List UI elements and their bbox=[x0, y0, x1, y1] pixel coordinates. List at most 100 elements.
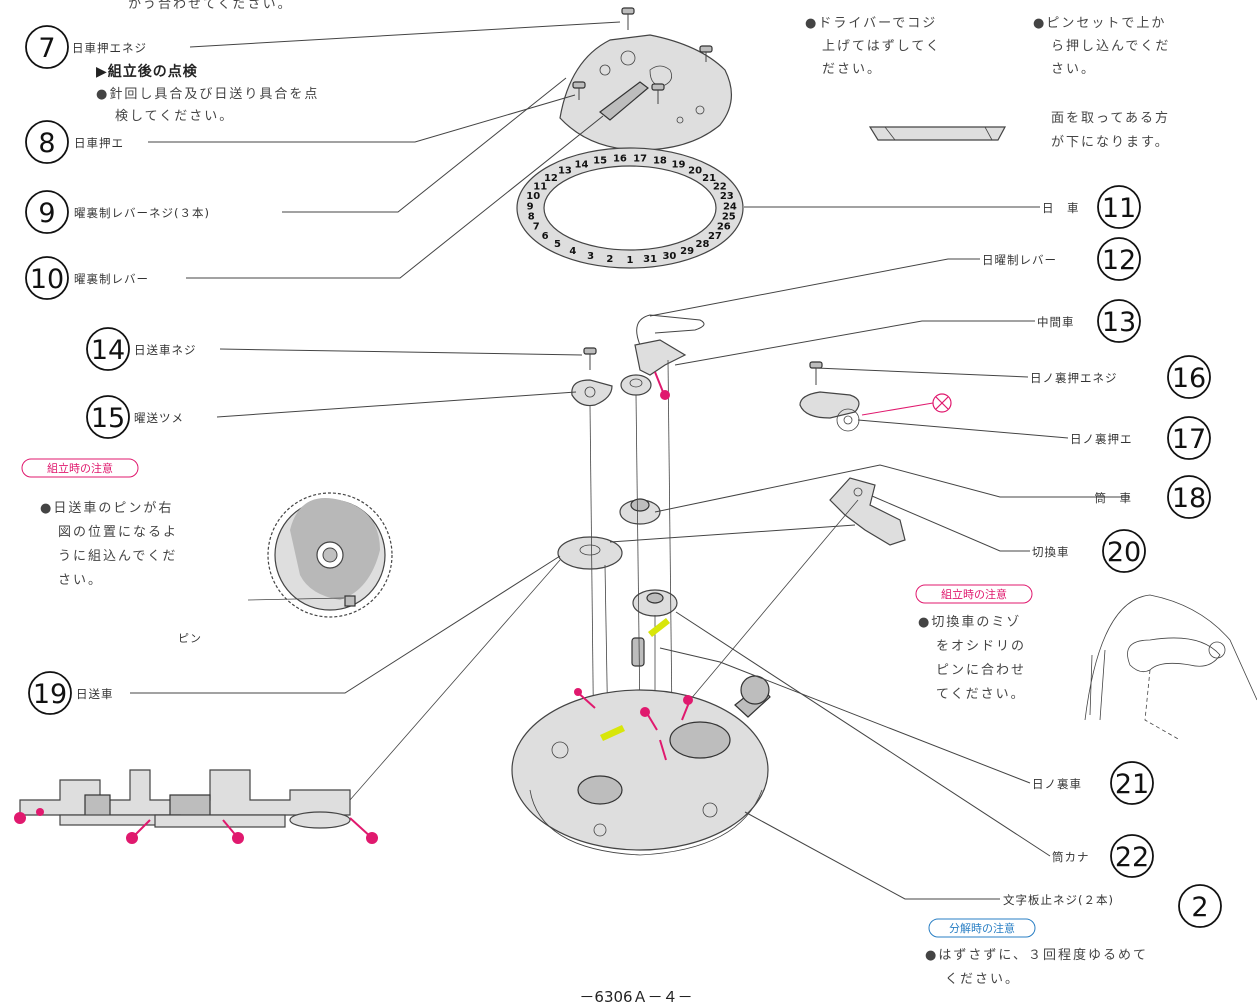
date-ring-number: 4 bbox=[569, 246, 576, 257]
date-ring-number: 17 bbox=[633, 153, 647, 164]
date-ring-number: 25 bbox=[722, 212, 736, 223]
date-ring-number: 23 bbox=[720, 191, 734, 202]
date-ring-number: 5 bbox=[554, 239, 561, 250]
callout-10-label: 曜裏制レバー bbox=[74, 272, 149, 286]
date-ring-number: 6 bbox=[542, 231, 549, 242]
callout-10-number: 10 bbox=[30, 264, 64, 295]
date-ring-number: 7 bbox=[533, 222, 540, 233]
callout-21: 日ノ裏車 21 bbox=[1032, 761, 1154, 805]
date-driving-wheel bbox=[557, 536, 623, 570]
date-jumper-lever bbox=[636, 314, 705, 346]
callout-12-number: 12 bbox=[1102, 245, 1136, 276]
grease-markers bbox=[600, 618, 670, 741]
callout-17-number: 17 bbox=[1172, 424, 1206, 455]
callout-17-label: 日ノ裏押エ bbox=[1070, 432, 1133, 446]
top-note-right-2: ら押し込んでくだ bbox=[1051, 39, 1170, 54]
assembly-left-line-2: 図の位置になるよ bbox=[58, 525, 178, 540]
top-note-right-3: さい。 bbox=[1051, 62, 1096, 77]
callout-15-number: 15 bbox=[91, 403, 125, 434]
small-wheel bbox=[620, 374, 652, 396]
leader-lines bbox=[130, 21, 1130, 900]
callout-7-number: 7 bbox=[38, 33, 55, 64]
cross-section-view bbox=[14, 769, 378, 844]
callout-15: 15 曜送ツメ bbox=[86, 395, 184, 439]
callout-11: 日 車 11 bbox=[1042, 185, 1141, 229]
date-ring-number: 24 bbox=[723, 201, 737, 212]
date-ring-number: 29 bbox=[680, 246, 694, 257]
callout-16: 日ノ裏押エネジ 16 bbox=[1030, 355, 1211, 399]
callout-12: 日曜制レバー 12 bbox=[982, 237, 1141, 281]
date-ring-number: 28 bbox=[696, 239, 710, 250]
callout-9: 9 曜裏制レバーネジ(３本) bbox=[25, 190, 210, 234]
assembly-right-line-2: をオシドリの bbox=[936, 639, 1026, 654]
assembly-note-right: 組立時の注意 ●切換車のミゾ をオシドリの ピンに合わせ てください。 bbox=[915, 584, 1033, 702]
top-note-left-3: ださい。 bbox=[822, 62, 882, 77]
day-driving-pawl bbox=[571, 379, 613, 407]
assembly-tag-right: 組立時の注意 bbox=[941, 587, 1007, 601]
inspection-line-1: ●針回し具合及び日送り具合を点 bbox=[96, 87, 319, 102]
date-ring-number: 13 bbox=[558, 165, 572, 176]
pin-label: ピン bbox=[178, 632, 202, 645]
setting-lever bbox=[829, 477, 906, 546]
callout-18: 筒 車 18 bbox=[1095, 475, 1211, 519]
date-ring-number: 11 bbox=[533, 182, 547, 193]
date-ring-number: 30 bbox=[662, 251, 676, 262]
date-ring-number: 2 bbox=[606, 254, 613, 265]
inspection-heading: ▶組立後の点検 bbox=[96, 63, 198, 80]
callout-22: 筒カナ 22 bbox=[1052, 834, 1154, 878]
callout-22-number: 22 bbox=[1115, 842, 1149, 873]
assembly-tag-left: 組立時の注意 bbox=[47, 461, 113, 475]
date-ring-number: 14 bbox=[575, 159, 589, 170]
callout-19-label: 日送車 bbox=[76, 687, 114, 701]
callout-9-label: 曜裏制レバーネジ(３本) bbox=[74, 206, 210, 220]
bevel-sketch bbox=[868, 126, 1007, 141]
intermediate-wheel bbox=[634, 339, 687, 376]
date-ring-number: 8 bbox=[528, 212, 535, 223]
callout-21-label: 日ノ裏車 bbox=[1032, 777, 1082, 791]
callout-21-number: 21 bbox=[1115, 769, 1149, 800]
callout-8: 8 日車押エ bbox=[25, 120, 124, 164]
assembly-right-line-4: てください。 bbox=[936, 687, 1026, 702]
date-ring-number: 9 bbox=[527, 201, 534, 212]
setting-lever-groove-detail bbox=[1084, 594, 1257, 741]
callout-17: 日ノ裏押エ 17 bbox=[1070, 416, 1211, 460]
date-ring-number: 15 bbox=[593, 155, 607, 166]
inspection-line-2: 検してください。 bbox=[115, 109, 234, 124]
date-ring-number: 19 bbox=[672, 159, 686, 170]
callout-10: 10 曜裏制レバー bbox=[25, 256, 149, 300]
callout-13-number: 13 bbox=[1102, 307, 1136, 338]
date-driving-screw bbox=[583, 347, 597, 370]
callout-16-label: 日ノ裏押エネジ bbox=[1030, 371, 1118, 385]
assembly-right-line-3: ピンに合わせ bbox=[936, 663, 1026, 678]
callout-20: 切換車 20 bbox=[1032, 529, 1146, 573]
callout-18-number: 18 bbox=[1172, 483, 1206, 514]
callout-18-label: 筒 車 bbox=[1095, 491, 1133, 505]
callout-8-label: 日車押エ bbox=[74, 136, 124, 150]
callout-2-label: 文字板止ネジ(２本) bbox=[1003, 893, 1114, 907]
callout-14: 14 日送車ネジ bbox=[86, 327, 196, 371]
callout-19: 19 日送車 bbox=[28, 671, 114, 715]
date-ring-number: 27 bbox=[708, 231, 722, 242]
date-ring-number: 16 bbox=[613, 153, 627, 164]
watch-movement bbox=[511, 675, 771, 856]
callout-9-number: 9 bbox=[38, 198, 55, 229]
assembly-note-left: 組立時の注意 ●日送車のピンが右 図の位置になるよ うに組込んでくだ さい。 ピ… bbox=[21, 458, 202, 645]
callout-14-number: 14 bbox=[91, 335, 125, 366]
top-note-face-1: 面を取ってある方 bbox=[1051, 110, 1170, 126]
plate-screws bbox=[572, 7, 713, 104]
assembly-right-line-1: ●切換車のミゾ bbox=[918, 615, 1021, 630]
page-number: －6306Ａ－４－ bbox=[579, 988, 692, 1006]
date-ring-number: 20 bbox=[688, 165, 702, 176]
callout-15-label: 曜送ツメ bbox=[134, 411, 184, 425]
top-note-face-2: が下になります。 bbox=[1051, 135, 1170, 150]
callout-22-label: 筒カナ bbox=[1052, 850, 1090, 864]
date-ring-number: 26 bbox=[717, 222, 731, 233]
top-note-left-2: 上げてはずしてく bbox=[822, 39, 941, 54]
callout-2-number: 2 bbox=[1191, 892, 1208, 923]
date-ring-number: 21 bbox=[702, 173, 716, 184]
callout-12-label: 日曜制レバー bbox=[982, 253, 1057, 267]
top-notes: ●ドライバーでコジ 上げてはずしてく ださい。 ●ピンセットで上か ら押し込んで… bbox=[805, 16, 1170, 150]
cannon-pinion bbox=[631, 637, 645, 667]
